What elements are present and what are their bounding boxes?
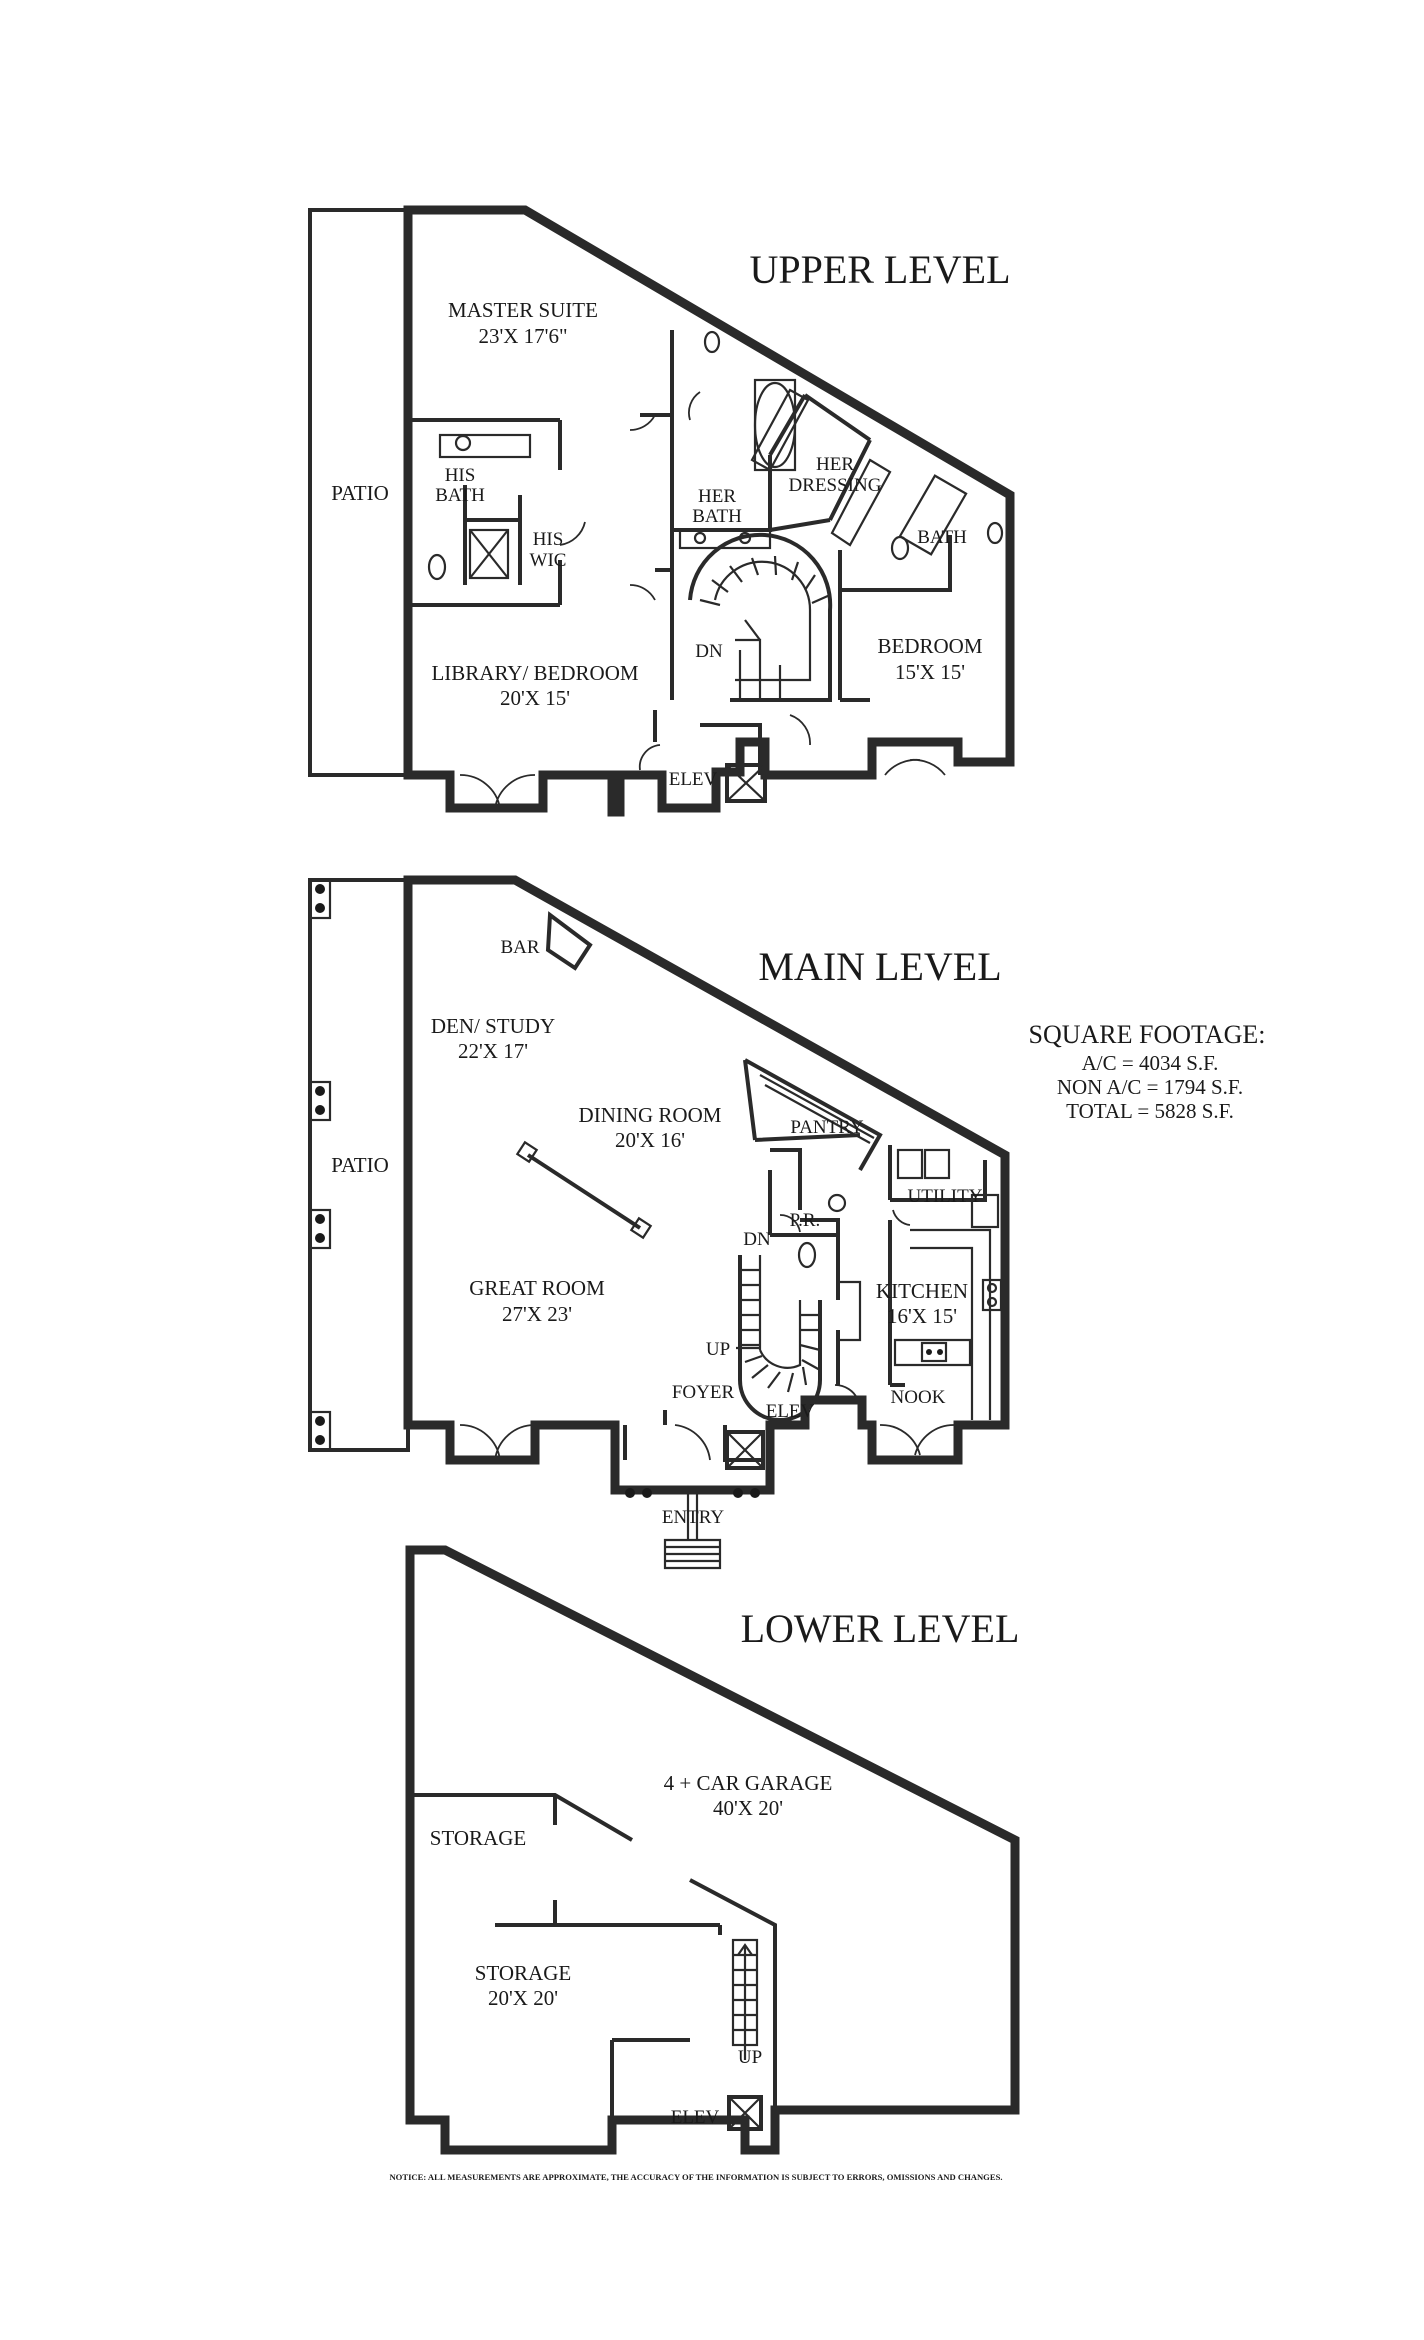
entry-steps [663, 1538, 722, 1570]
dining-table [515, 1140, 653, 1240]
upper-elev-label: ELEV [669, 769, 718, 790]
nook-label: NOOK [891, 1387, 946, 1408]
washer [896, 1148, 924, 1180]
pantry-label: PANTRY [790, 1117, 863, 1138]
her-vanity [678, 528, 772, 550]
lower-elevator [727, 2095, 763, 2131]
cooktop [981, 1278, 1003, 1312]
garage-dim: 40'X 20' [713, 1796, 783, 1820]
lower-stair [731, 1938, 759, 2060]
patio-columns [308, 878, 332, 1452]
utility-label: UTILITY [908, 1186, 983, 1207]
main-doors [459, 1209, 956, 1461]
kitchen-counters [840, 1228, 992, 1420]
master-suite-label: MASTER SUITE [448, 298, 598, 322]
sqft-total: TOTAL = 5828 S.F. [1066, 1099, 1234, 1123]
sqft-title: SQUARE FOOTAGE: [1029, 1020, 1266, 1049]
upper-level-title: UPPER LEVEL [749, 247, 1010, 292]
utility-sink [970, 1193, 1000, 1229]
her-dressing-closet [750, 388, 892, 547]
her-toilet [703, 330, 721, 354]
sqft-ac: A/C = 4034 S.F. [1082, 1051, 1219, 1075]
square-footage-block: SQUARE FOOTAGE: A/C = 4034 S.F. NON A/C … [1029, 1020, 1266, 1123]
main-elev-label: ELEV [766, 1401, 815, 1422]
pr-toilet [797, 1241, 817, 1269]
bedroom-label: BEDROOM [877, 634, 982, 658]
sqft-non-ac: NON A/C = 1794 S.F. [1057, 1075, 1243, 1099]
lower-up-label: UP [738, 2047, 762, 2068]
main-dn-label: DN [743, 1229, 771, 1250]
main-patio-label: PATIO [331, 1153, 389, 1177]
main-up-label: UP [706, 1339, 730, 1360]
upper-level-plan: UPPER LEVEL MASTER SUITE 23'X 17'6" PATI… [308, 205, 1015, 817]
her-dressing-label-1: HER [816, 454, 854, 475]
his-wic-label-2: WIC [530, 550, 567, 571]
upper-patio-label: PATIO [331, 481, 389, 505]
her-dressing-label-2: DRESSING [789, 475, 882, 496]
bath-sink [890, 535, 910, 561]
upper-elevator [725, 763, 767, 803]
dining-dim: 20'X 16' [615, 1128, 685, 1152]
master-suite-dim: 23'X 17'6" [478, 324, 567, 348]
bar-label: BAR [500, 937, 539, 958]
den-dim: 22'X 17' [458, 1039, 528, 1063]
his-vanity [438, 433, 532, 459]
her-bath-label-2: BATH [692, 506, 742, 527]
main-stair [736, 1255, 822, 1422]
lower-elev-label: ELEV [671, 2107, 720, 2128]
lower-level-plan: LOWER LEVEL 4 + CAR GARAGE 40'X 20' STOR… [405, 1545, 1020, 2155]
her-bath-label-1: HER [698, 486, 736, 507]
storage-dim: 20'X 20' [488, 1986, 558, 2010]
library-label: LIBRARY/ BEDROOM [431, 661, 638, 685]
lower-level-title: LOWER LEVEL [741, 1606, 1020, 1651]
kitchen-label: KITCHEN [876, 1279, 968, 1303]
main-interior-walls [545, 911, 987, 1462]
main-elevator [725, 1430, 765, 1470]
his-toilet [427, 553, 447, 581]
storage-label: STORAGE [475, 1961, 571, 1985]
den-label: DEN/ STUDY [431, 1014, 555, 1038]
pantry-shelf [759, 1074, 875, 1144]
his-wic-label-1: HIS [533, 529, 564, 550]
entry-label: ENTRY [662, 1507, 725, 1528]
main-level-title: MAIN LEVEL [758, 944, 1001, 989]
bath-toilet [986, 521, 1004, 545]
upper-exterior-wall [403, 205, 1015, 817]
upper-dn-label: DN [695, 641, 723, 662]
lower-interior-walls [410, 1793, 777, 2120]
bedroom-bath-tub [898, 474, 968, 556]
bedroom-dim: 15'X 15' [895, 660, 965, 684]
storage-small-label: STORAGE [430, 1826, 526, 1850]
great-room-label: GREAT ROOM [469, 1276, 605, 1300]
main-level-plan: MAIN LEVEL BAR DEN/ STUDY 22'X 17' PATIO… [308, 875, 1010, 1570]
his-bath-label-1: HIS [445, 465, 476, 486]
lower-exterior-wall [405, 1545, 1020, 2155]
upper-spiral-stair [688, 532, 833, 702]
dryer [923, 1148, 951, 1180]
pr-sink [827, 1193, 847, 1213]
his-shower [468, 528, 510, 580]
his-sink [454, 434, 472, 452]
bath-label: BATH [917, 527, 967, 548]
pr-label: P.R. [790, 1210, 821, 1231]
library-dim: 20'X 15' [500, 686, 570, 710]
kitchen-dim: 16'X 15' [887, 1304, 957, 1328]
dining-label: DINING ROOM [579, 1103, 722, 1127]
great-room-dim: 27'X 23' [502, 1302, 572, 1326]
garage-label: 4 + CAR GARAGE [664, 1771, 833, 1795]
kitchen-sink [920, 1341, 948, 1363]
upper-doors [459, 391, 946, 809]
his-bath-label-2: BATH [435, 485, 485, 506]
notice-text: NOTICE: ALL MEASUREMENTS ARE APPROXIMATE… [389, 2172, 1002, 2182]
foyer-label: FOYER [672, 1382, 735, 1403]
